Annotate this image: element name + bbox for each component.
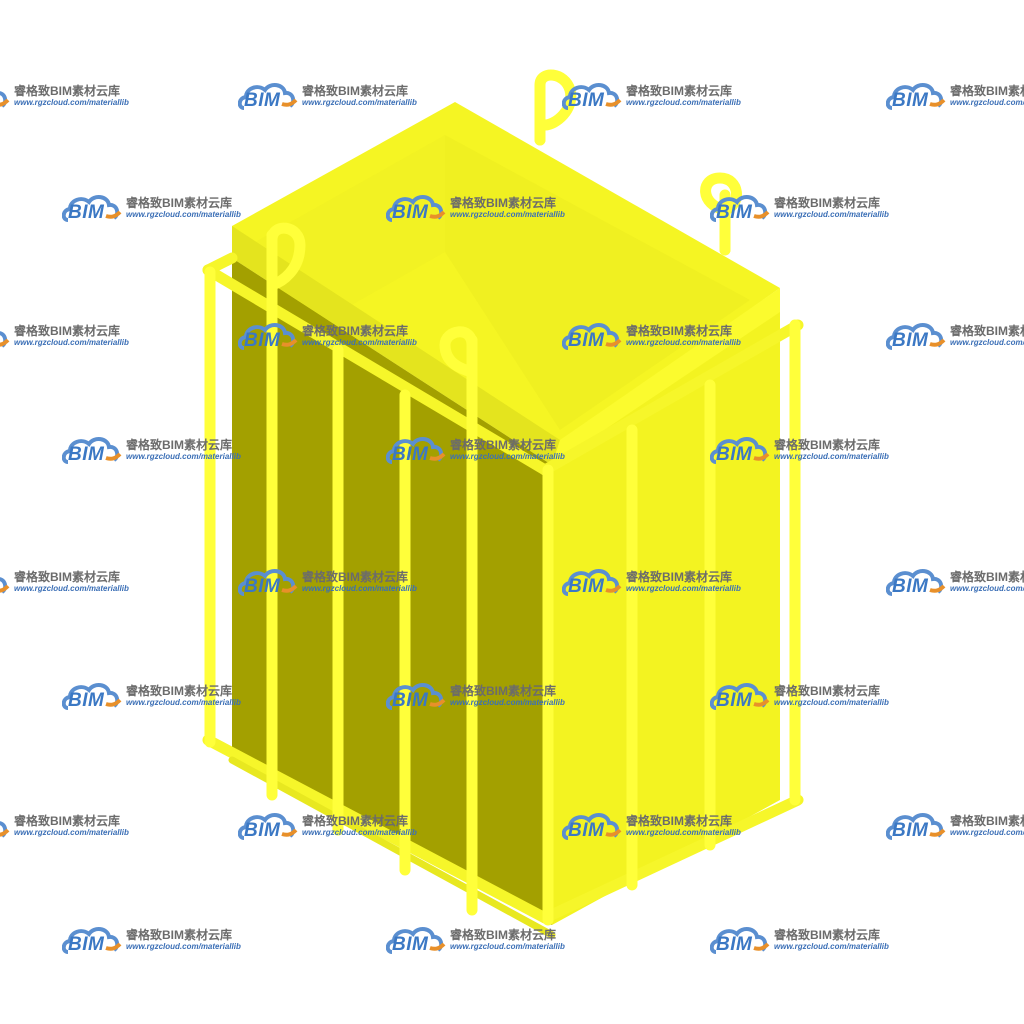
frame-rail-top-left: [202, 264, 551, 476]
hook-right: [700, 172, 742, 256]
box-rim-edge-right: [552, 288, 780, 465]
frame-rail-bottom-inner: [228, 756, 556, 939]
box-rim-edge-left: [232, 226, 560, 465]
hook-back: [534, 69, 577, 146]
steel-frame: [202, 104, 804, 939]
hook-left: [266, 222, 306, 306]
frame-rail-bottom-left: [202, 734, 551, 924]
frame-rail-bottom-right: [539, 794, 804, 924]
hook-front: [439, 326, 478, 406]
box-inner-right-wall: [445, 135, 750, 430]
frame-rail-top-right: [539, 319, 804, 476]
